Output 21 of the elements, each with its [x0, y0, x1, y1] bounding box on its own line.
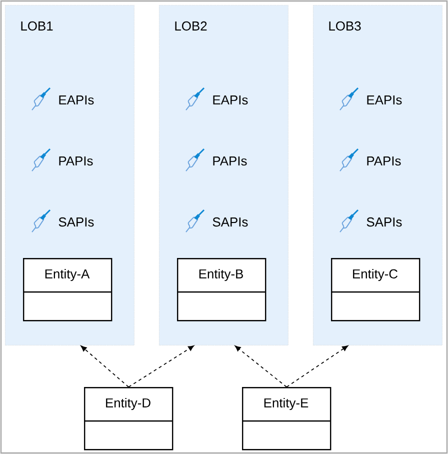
api-label: PAPIs — [367, 156, 401, 166]
api-label: SAPIs — [212, 217, 248, 227]
lob-title: LOB1 — [21, 21, 53, 31]
api-label: EAPIs — [367, 95, 402, 105]
lob-title: LOB3 — [329, 21, 361, 31]
entity-box: Entity-A — [23, 258, 112, 322]
entity-box: Entity-C — [331, 258, 420, 322]
entity-box: Entity-B — [177, 258, 266, 322]
arrow — [80, 346, 130, 388]
api-label: SAPIs — [58, 217, 94, 227]
arrow — [128, 345, 194, 388]
arrow — [234, 346, 288, 388]
lob-title: LOB2 — [175, 21, 207, 31]
api-label: SAPIs — [366, 217, 402, 227]
api-label: EAPIs — [59, 95, 94, 105]
entity-box: Entity-D — [84, 387, 174, 450]
entity-box: Entity-E — [242, 387, 332, 450]
api-label: PAPIs — [59, 156, 93, 166]
api-label: EAPIs — [213, 95, 248, 105]
api-label: PAPIs — [213, 156, 247, 166]
arrow — [286, 345, 348, 388]
